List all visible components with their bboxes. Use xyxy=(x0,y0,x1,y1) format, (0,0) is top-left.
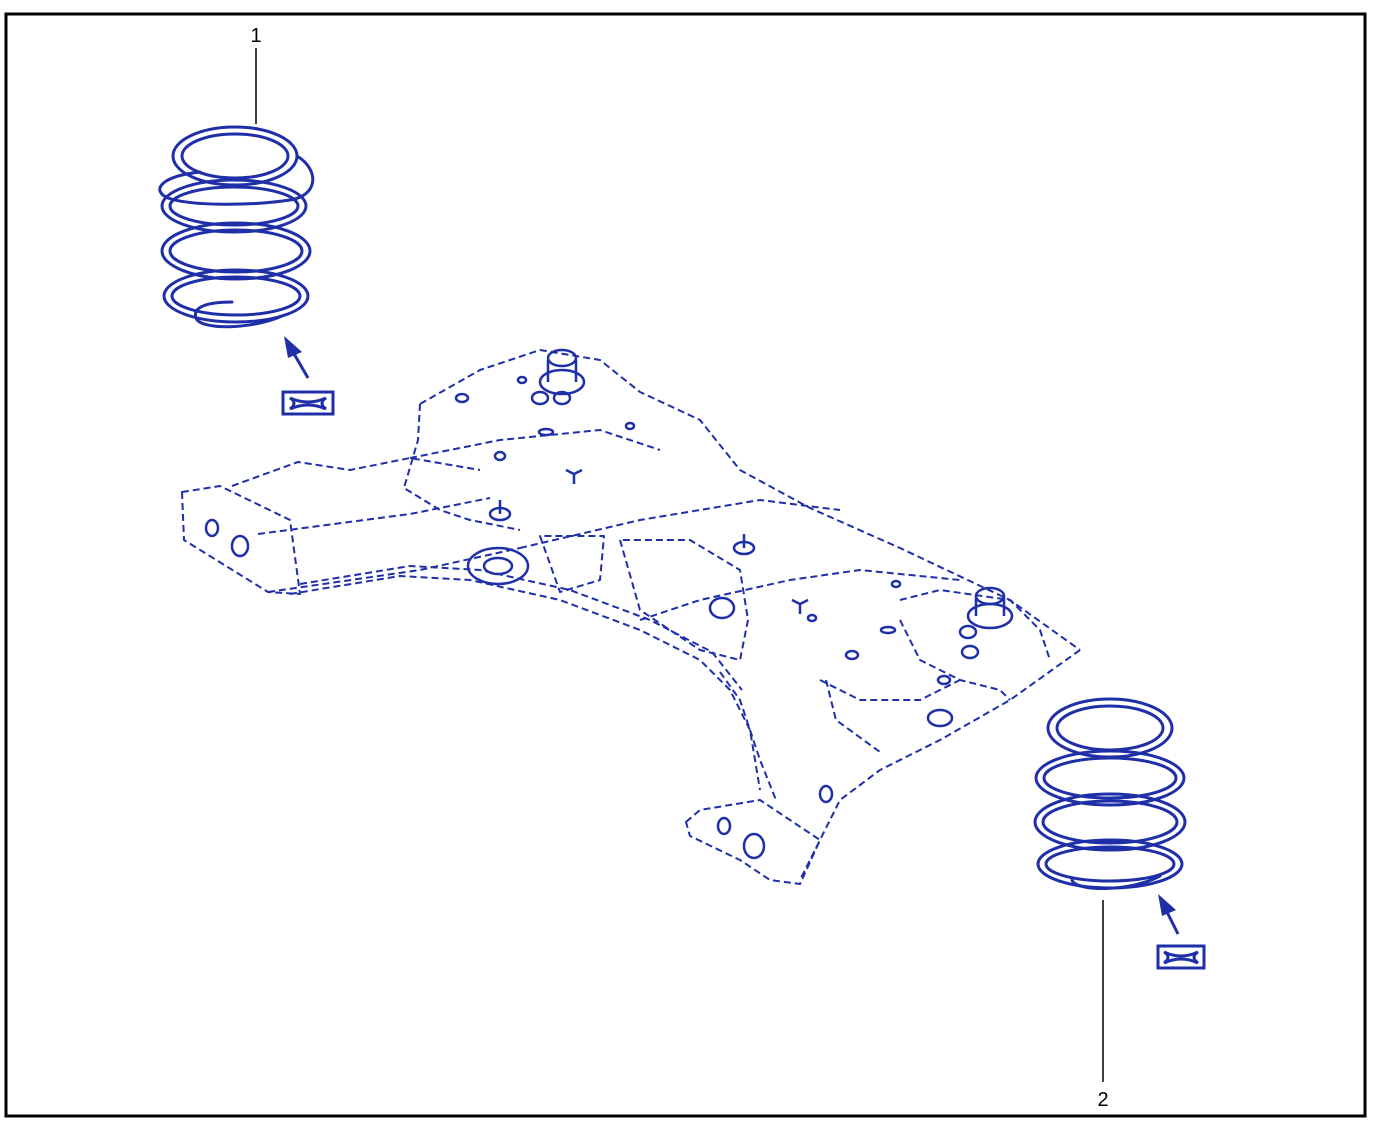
diagram-border xyxy=(4,12,1367,1118)
upward-arrow-icon xyxy=(284,336,310,379)
measurement-box-icon xyxy=(1156,944,1206,970)
upward-arrow-icon xyxy=(1158,894,1180,935)
subframe-icon xyxy=(181,349,1081,885)
callout-label-2: 2 xyxy=(1097,1089,1108,1111)
coil-spring-icon xyxy=(1033,697,1187,891)
subframe-mounts xyxy=(204,348,1014,860)
coil-spring-icon xyxy=(158,125,315,329)
measurement-box-icon xyxy=(281,390,335,416)
callout-label-1: 1 xyxy=(250,25,261,47)
